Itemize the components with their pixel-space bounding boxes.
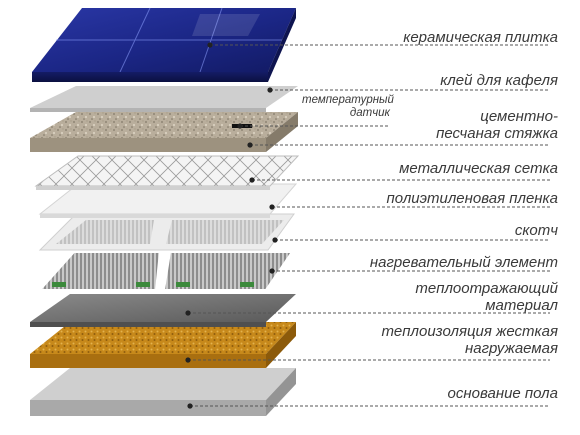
leader-dot-screed — [247, 142, 253, 148]
layer-base — [30, 368, 296, 416]
label-screed-line1: цементно- — [480, 108, 558, 125]
layer-reflector — [30, 294, 296, 327]
layer-tape — [38, 213, 295, 251]
label-tape: скотч — [514, 222, 558, 239]
label-tile: керамическая плитка — [403, 29, 558, 46]
label-reflector-line2: материал — [485, 297, 558, 314]
leader-dot-reflector — [185, 310, 191, 316]
layer-glue — [30, 86, 298, 112]
label-sensor: температурный датчик — [302, 94, 394, 120]
label-sensor-line1: температурный — [302, 94, 394, 106]
label-reflector-line1: теплоотражающий — [415, 280, 558, 297]
label-base: основание пола — [447, 385, 558, 402]
layer-heater — [37, 251, 294, 291]
layer-insulation — [30, 322, 296, 368]
leader-dot-glue — [267, 87, 273, 93]
label-insulation-line1: теплоизоляция жесткая — [381, 323, 558, 340]
leader-dot-mesh — [249, 177, 255, 183]
leader-dot-film — [269, 204, 275, 210]
label-glue: клей для кафеля — [440, 72, 558, 89]
label-insulation: теплоизоляция жесткая нагружаемая — [381, 323, 558, 357]
label-sensor-line2: датчик — [349, 107, 390, 119]
label-screed-line2: песчаная стяжка — [436, 125, 558, 142]
label-reflector: теплоотражающий материал — [415, 280, 558, 314]
layer-mesh — [34, 155, 300, 190]
label-screed: цементно- песчаная стяжка — [436, 108, 558, 142]
layer-screed — [30, 112, 298, 152]
layer-film — [38, 183, 298, 218]
leader-dot-sensor — [237, 123, 243, 129]
leader-dot-insulation — [185, 357, 191, 363]
leader-dot-heater — [269, 268, 275, 274]
leader-dot-tape — [272, 237, 278, 243]
leader-lines — [185, 42, 550, 409]
leader-dot-base — [187, 403, 193, 409]
label-insulation-line2: нагружаемая — [465, 340, 558, 357]
layer-tile — [32, 7, 296, 82]
label-film: полиэтиленовая пленка — [386, 190, 558, 207]
label-mesh: металлическая сетка — [399, 160, 558, 177]
leader-dot-tile — [207, 42, 213, 48]
label-heater: нагревательный элемент — [369, 254, 558, 271]
